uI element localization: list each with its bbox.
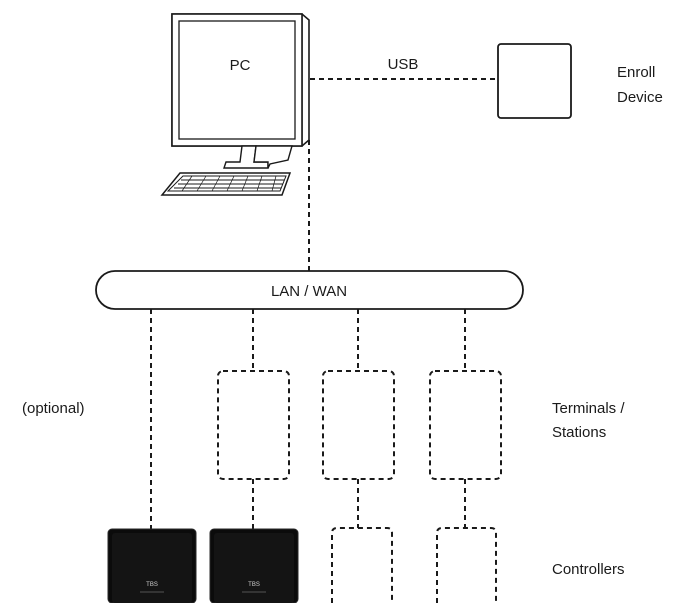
controller-device-icon: TBS bbox=[209, 528, 299, 603]
network-bus bbox=[95, 270, 524, 310]
controller-device-icon: TBS bbox=[107, 528, 197, 603]
monitor-icon bbox=[171, 13, 310, 169]
controller-brand-text: TBS bbox=[146, 582, 158, 588]
enroll-device-label-line1: Enroll bbox=[617, 64, 655, 81]
terminals-label-line1: Terminals / bbox=[552, 400, 625, 417]
terminal-station-box bbox=[217, 370, 290, 480]
enroll-device-icon bbox=[497, 43, 572, 119]
terminal-station-box bbox=[429, 370, 502, 480]
network-label: LAN / WAN bbox=[271, 283, 347, 300]
controller-box-outline bbox=[436, 527, 497, 603]
terminals-label-line2: Stations bbox=[552, 424, 606, 441]
pc-label: PC bbox=[230, 57, 251, 74]
controller-box-outline bbox=[331, 527, 393, 603]
optional-label: (optional) bbox=[22, 400, 85, 417]
terminal-station-box bbox=[322, 370, 395, 480]
usb-label: USB bbox=[388, 56, 419, 73]
controller-brand-text: TBS bbox=[248, 582, 260, 588]
controllers-label: Controllers bbox=[552, 561, 625, 578]
keyboard-icon bbox=[160, 172, 292, 196]
enroll-device-label-line2: Device bbox=[617, 89, 663, 106]
